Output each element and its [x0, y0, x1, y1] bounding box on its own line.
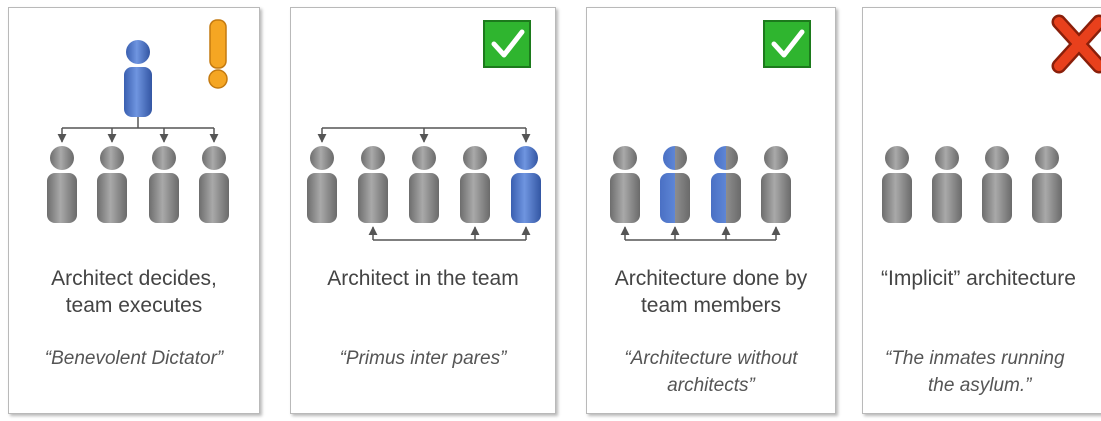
- panel-quote-line1: “Primus inter pares”: [339, 348, 507, 369]
- checkmark-icon: [763, 20, 811, 68]
- team-member-figure: [932, 146, 962, 223]
- team-member-figure: [97, 146, 127, 223]
- checkmark-icon: [483, 20, 531, 68]
- bottom-arrows: [368, 226, 531, 241]
- team-member-figure: [149, 146, 179, 223]
- panel-caption-line1: Architecture done by: [614, 267, 808, 290]
- top-arrows: [317, 127, 531, 143]
- panel-quote-line1: “The inmates running: [885, 348, 1065, 369]
- architect-figure: [124, 40, 152, 117]
- exclamation-icon: [208, 19, 228, 89]
- panel-caption-line1: Architect in the team: [327, 267, 519, 290]
- panel-benevolent-dictator: Architect decides, team executes “Benevo…: [8, 7, 260, 414]
- hierarchy-arrows: [57, 117, 219, 143]
- team-member-figure: [409, 146, 439, 223]
- panel-caption-line1: “Implicit” architecture: [881, 267, 1076, 290]
- team-member-figure: [1032, 146, 1062, 223]
- cross-icon: [1051, 14, 1101, 74]
- team-member-figure: [199, 146, 229, 223]
- team-member-figure: [982, 146, 1012, 223]
- team-member-figure: [307, 146, 337, 223]
- panel-illustration: [47, 19, 229, 223]
- team-member-figure: [882, 146, 912, 223]
- part-architect-figure: [660, 146, 690, 223]
- panel-primus-inter-pares: Architect in the team “Primus inter pare…: [290, 7, 556, 414]
- panel-quote-line1: “Benevolent Dictator”: [44, 348, 224, 369]
- panel-quote-line2: architects”: [667, 375, 755, 396]
- panel-architecture-without-architects: Architecture done by team members “Archi…: [586, 7, 836, 414]
- architect-figure: [511, 146, 541, 223]
- team-member-figure: [358, 146, 388, 223]
- panel-quote-line2: the asylum.”: [928, 375, 1032, 396]
- team-member-figure: [761, 146, 791, 223]
- bottom-arrows: [620, 226, 781, 241]
- team-member-figure: [610, 146, 640, 223]
- panel-illustration: [882, 14, 1101, 223]
- panel-implicit-architecture: “Implicit” architecture “The inmates run…: [862, 7, 1101, 414]
- team-member-figure: [460, 146, 490, 223]
- panel-caption-line2: team members: [640, 294, 782, 317]
- panel-illustration: [307, 20, 541, 241]
- panel-quote-line1: “Architecture without: [624, 348, 798, 369]
- panel-caption-line2: team executes: [65, 294, 203, 317]
- panel-caption-line1: Architect decides,: [51, 267, 217, 290]
- part-architect-figure: [711, 146, 741, 223]
- panel-illustration: [610, 20, 811, 241]
- team-member-figure: [47, 146, 77, 223]
